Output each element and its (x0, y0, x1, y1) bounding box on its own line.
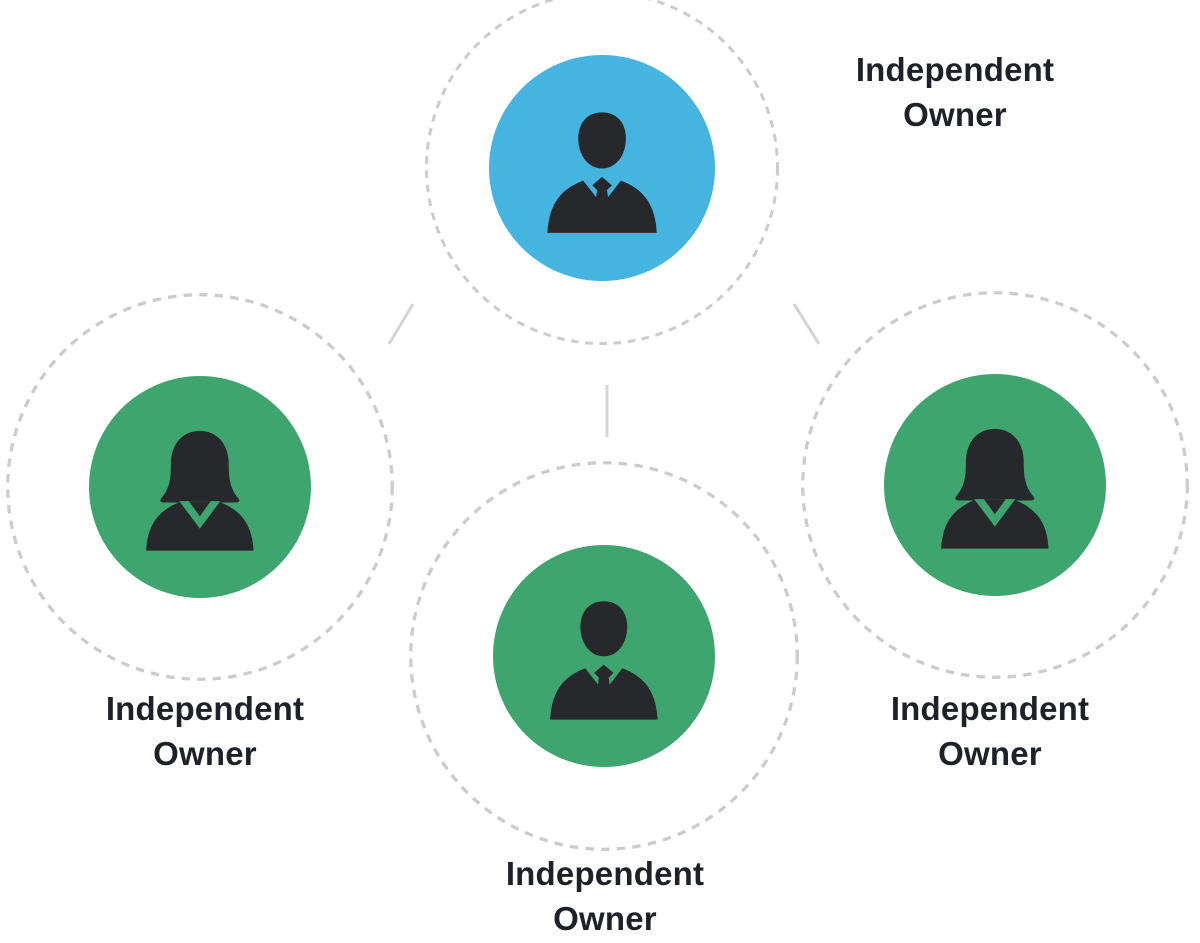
dashed-ring (6, 293, 394, 681)
owner-node-top (424, 0, 780, 346)
avatar-circle (884, 374, 1106, 596)
owner-node-right (800, 290, 1190, 680)
owner-label-line: Independent (105, 690, 305, 727)
owner-label-line: Independent (890, 690, 1090, 727)
owner-label-line: Owner (903, 96, 1007, 133)
owner-node-bottom (408, 460, 800, 852)
avatar-circle (493, 545, 715, 767)
owner-label-line: Independent (505, 855, 705, 892)
avatar-circle (489, 55, 715, 281)
owner-label-line: Independent (855, 51, 1055, 88)
owner-label-top: Independent Owner (820, 47, 1090, 137)
avatar-circle (89, 376, 311, 598)
owner-label-bottom: Independent Owner (470, 851, 740, 941)
dashed-ring (801, 291, 1189, 679)
owner-node-left (5, 292, 395, 682)
dashed-ring (409, 461, 799, 851)
businesswoman-icon (941, 428, 1049, 549)
owner-label-line: Owner (553, 900, 657, 937)
dashed-ring (425, 0, 779, 345)
owner-label-line: Owner (153, 735, 257, 772)
businesswoman-icon (146, 430, 254, 551)
businessman-icon (547, 112, 657, 233)
owner-label-line: Owner (938, 735, 1042, 772)
owner-label-left: Independent Owner (70, 686, 340, 776)
businessman-icon (550, 600, 658, 720)
owner-label-right: Independent Owner (855, 686, 1125, 776)
